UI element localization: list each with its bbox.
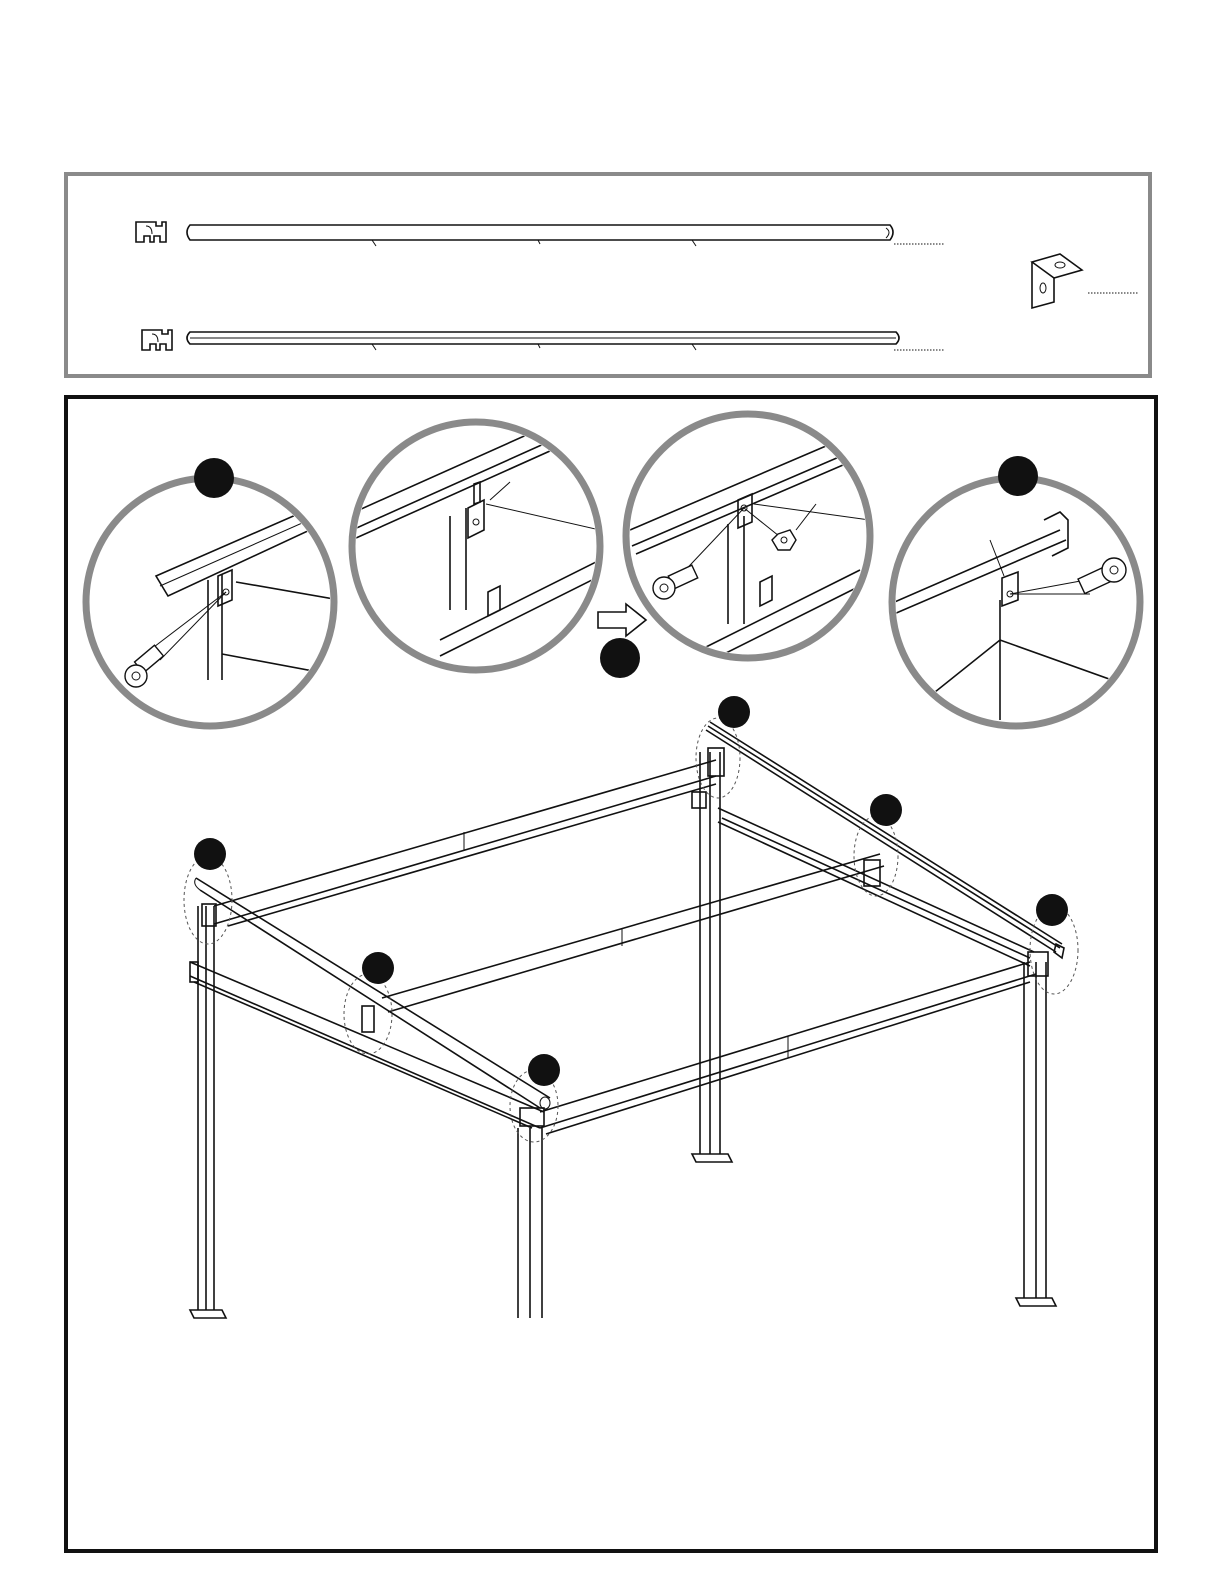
new-rail-right bbox=[706, 722, 1064, 958]
next-arrow-icon bbox=[598, 604, 646, 636]
part-l-bracket bbox=[1032, 254, 1138, 308]
step-marker bbox=[1036, 894, 1068, 926]
detail-d bbox=[890, 456, 1140, 726]
post-back-middle bbox=[692, 752, 732, 1162]
beam-front bbox=[540, 962, 1036, 1134]
step-marker bbox=[528, 1054, 560, 1086]
step-marker bbox=[718, 696, 750, 728]
post-front-left bbox=[190, 906, 226, 1318]
rail-profile-icon bbox=[142, 330, 172, 350]
step-marker-a bbox=[194, 458, 234, 498]
post-right bbox=[1016, 962, 1056, 1306]
bracket bbox=[692, 792, 706, 808]
step-marker bbox=[362, 952, 394, 984]
beam-left-side bbox=[190, 962, 544, 1128]
step-marker bbox=[194, 838, 226, 870]
beam-profile-icon bbox=[136, 222, 166, 242]
bracket bbox=[864, 860, 880, 886]
new-beam-left bbox=[195, 878, 550, 1109]
part-top-beam bbox=[136, 222, 944, 246]
l-bracket-icon bbox=[1032, 254, 1082, 308]
detail-a bbox=[86, 458, 340, 726]
step-marker bbox=[870, 794, 902, 826]
part-rail-beam bbox=[142, 330, 944, 350]
detail-b bbox=[350, 420, 600, 670]
post-front-middle bbox=[518, 1128, 542, 1318]
detail-c bbox=[626, 414, 870, 666]
bracket bbox=[1028, 952, 1048, 976]
bracket bbox=[362, 1006, 374, 1032]
beam-middle-cross bbox=[382, 854, 884, 1012]
step-marker-d bbox=[998, 456, 1038, 496]
gazebo-frame bbox=[184, 696, 1078, 1318]
step-marker-b bbox=[600, 638, 640, 678]
beam-back bbox=[214, 760, 716, 926]
